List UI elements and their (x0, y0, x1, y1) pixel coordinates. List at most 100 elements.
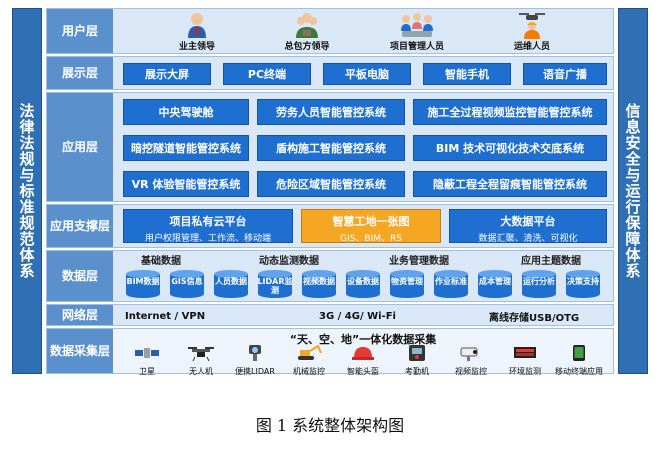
architecture-diagram: 法律法规与标准规范体系 信息安全与运行保障体系 用户层 业主领导 (12, 8, 648, 377)
database-label: 视频数据 (303, 277, 335, 286)
satellite-icon (135, 348, 159, 358)
database-label: 人员数据 (215, 277, 247, 286)
person-tie-icon (188, 13, 206, 38)
data-group-title: 动态监测数据 (259, 256, 319, 267)
display-item: 展示大屏 (123, 63, 211, 85)
data-group-title: 业务管理数据 (389, 256, 449, 267)
database-label: 作业标准 (435, 277, 467, 286)
database-icon (170, 270, 204, 298)
layer-user: 用户层 业主领导 总包方领导 (46, 8, 614, 54)
figure-caption: 图 1 系统整体架构图 (255, 416, 405, 435)
display-item: 智能手机 (423, 63, 511, 85)
database-cylinder: 视频数据 (301, 269, 337, 299)
database-cylinder: 成本管理 (477, 269, 513, 299)
app-system: VR 体验智能管控系统 (123, 171, 249, 197)
helmet-icon (352, 347, 374, 360)
platform-title: 项目私有云平台 (169, 215, 247, 228)
network-item: 离线存储USB/OTG (489, 312, 580, 324)
platform-private-cloud: 项目私有云平台 用户权限管理、工作流、移动端 (123, 209, 293, 244)
app-system: 中央驾驶舱 (123, 99, 249, 125)
database-icon (346, 270, 380, 298)
platform-big-data: 大数据平台 数据汇聚、清洗、可视化 (449, 209, 607, 244)
lidar-icon (249, 345, 261, 361)
excavator-icon (298, 344, 322, 360)
layer-label-application: 应用层 (47, 93, 113, 201)
person-group-icon (296, 13, 318, 38)
database-cylinder: 运行分析 (521, 269, 557, 299)
database-cylinder: 设备数据 (345, 269, 381, 299)
user-label: 总包方领导 (284, 42, 330, 52)
display-item: 平板电脑 (323, 63, 411, 85)
database-label: 物资管理 (391, 277, 423, 286)
device-label: 无人机 (189, 367, 213, 376)
app-system: 盾构施工智能管控系统 (257, 135, 405, 161)
collect-device: 环境监测 (497, 345, 553, 377)
database-icon (258, 270, 292, 298)
collect-device: 便携LIDAR (227, 345, 283, 377)
database-icon (566, 270, 600, 298)
network-item: 3G / 4G/ Wi-Fi (319, 310, 396, 322)
display-item: PC终端 (223, 63, 311, 85)
database-label: 成本管理 (479, 277, 511, 286)
layer-label-collect: 数据采集层 (47, 329, 113, 373)
device-label: 便携LIDAR (235, 367, 275, 376)
worker-drone-icon (519, 13, 545, 39)
database-icon (478, 270, 512, 298)
app-system: 暗挖隧道智能管控系统 (123, 135, 249, 161)
device-label: 卫星 (139, 367, 155, 376)
layer-label-user: 用户层 (47, 9, 113, 53)
collect-device: 机械监控 (281, 344, 337, 377)
database-label: GIS信息 (171, 277, 203, 286)
layer-label-data: 数据层 (47, 251, 113, 301)
layer-label-display: 展示层 (47, 57, 113, 89)
side-bar-security: 信息安全与运行保障体系 (618, 8, 648, 374)
data-group-title: 基础数据 (141, 256, 181, 267)
collect-device: 考勤机 (389, 345, 445, 377)
database-cylinder: GIS信息 (169, 269, 205, 299)
database-cylinder: 物资管理 (389, 269, 425, 299)
platform-subtitle: 用户权限管理、工作流、移动端 (144, 234, 271, 244)
layer-display: 展示层 展示大屏 PC终端 平板电脑 智能手机 语音广播 (46, 56, 614, 90)
database-icon (522, 270, 556, 298)
environment-monitor-icon (514, 347, 536, 358)
platform-subtitle: GIS、BIM、RS (340, 234, 402, 244)
database-icon (126, 270, 160, 298)
user-label: 运维人员 (513, 42, 550, 52)
drone-icon (188, 347, 214, 362)
device-label: 视频监控 (455, 367, 487, 376)
device-label: 考勤机 (405, 367, 429, 376)
layer-collect: 数据采集层 “天、空、地”一体化数据采集 卫星 无人机 (46, 328, 614, 377)
database-icon (390, 270, 424, 298)
layer-label-network: 网络层 (47, 305, 113, 325)
database-label: 运行分析 (523, 277, 555, 286)
collect-title: “天、空、地”一体化数据采集 (289, 333, 437, 346)
database-icon (302, 270, 336, 298)
user-item: 项目管理人员 (369, 11, 465, 52)
side-label-security: 信息安全与运行保障体系 (623, 103, 642, 279)
database-icon (214, 270, 248, 298)
attendance-machine-icon (409, 345, 425, 361)
database-label: 设备数据 (347, 277, 379, 286)
app-system: BIM 技术可视化技术交底系统 (413, 135, 607, 161)
user-label: 业主领导 (178, 42, 215, 52)
platform-smart-site-map: 智慧工地一张图 GIS、BIM、RS (301, 209, 441, 244)
user-item: 总包方领导 (259, 11, 355, 52)
device-label: 智能头盔 (347, 367, 379, 376)
side-bar-legal: 法律法规与标准规范体系 (12, 8, 42, 374)
platform-subtitle: 数据汇聚、清洗、可视化 (478, 234, 578, 244)
people-meeting-icon (401, 13, 433, 37)
layer-application: 应用层 中央驾驶舱 劳务人员智能管控系统 施工全过程视频监控智能管控系统 暗挖隧… (46, 92, 614, 202)
database-cylinder: 决策支持 (565, 269, 601, 299)
layer-data: 数据层 基础数据 动态监测数据 业务管理数据 应用主题数据 BIM数据 GIS信… (46, 250, 614, 302)
database-cylinder: BIM数据 (125, 269, 161, 299)
collect-device: 移动终端应用 (551, 345, 607, 377)
device-label: 环境监测 (509, 367, 541, 376)
database-label: LIDAR监测 (257, 277, 293, 295)
camera-icon (460, 347, 478, 361)
database-cylinder: 作业标准 (433, 269, 469, 299)
collect-device: 视频监控 (443, 345, 499, 377)
app-system: 隐蔽工程全程留痕智能管控系统 (413, 171, 607, 197)
device-label: 移动终端应用 (555, 367, 603, 376)
platform-title: 大数据平台 (500, 215, 556, 228)
database-cylinder: 人员数据 (213, 269, 249, 299)
